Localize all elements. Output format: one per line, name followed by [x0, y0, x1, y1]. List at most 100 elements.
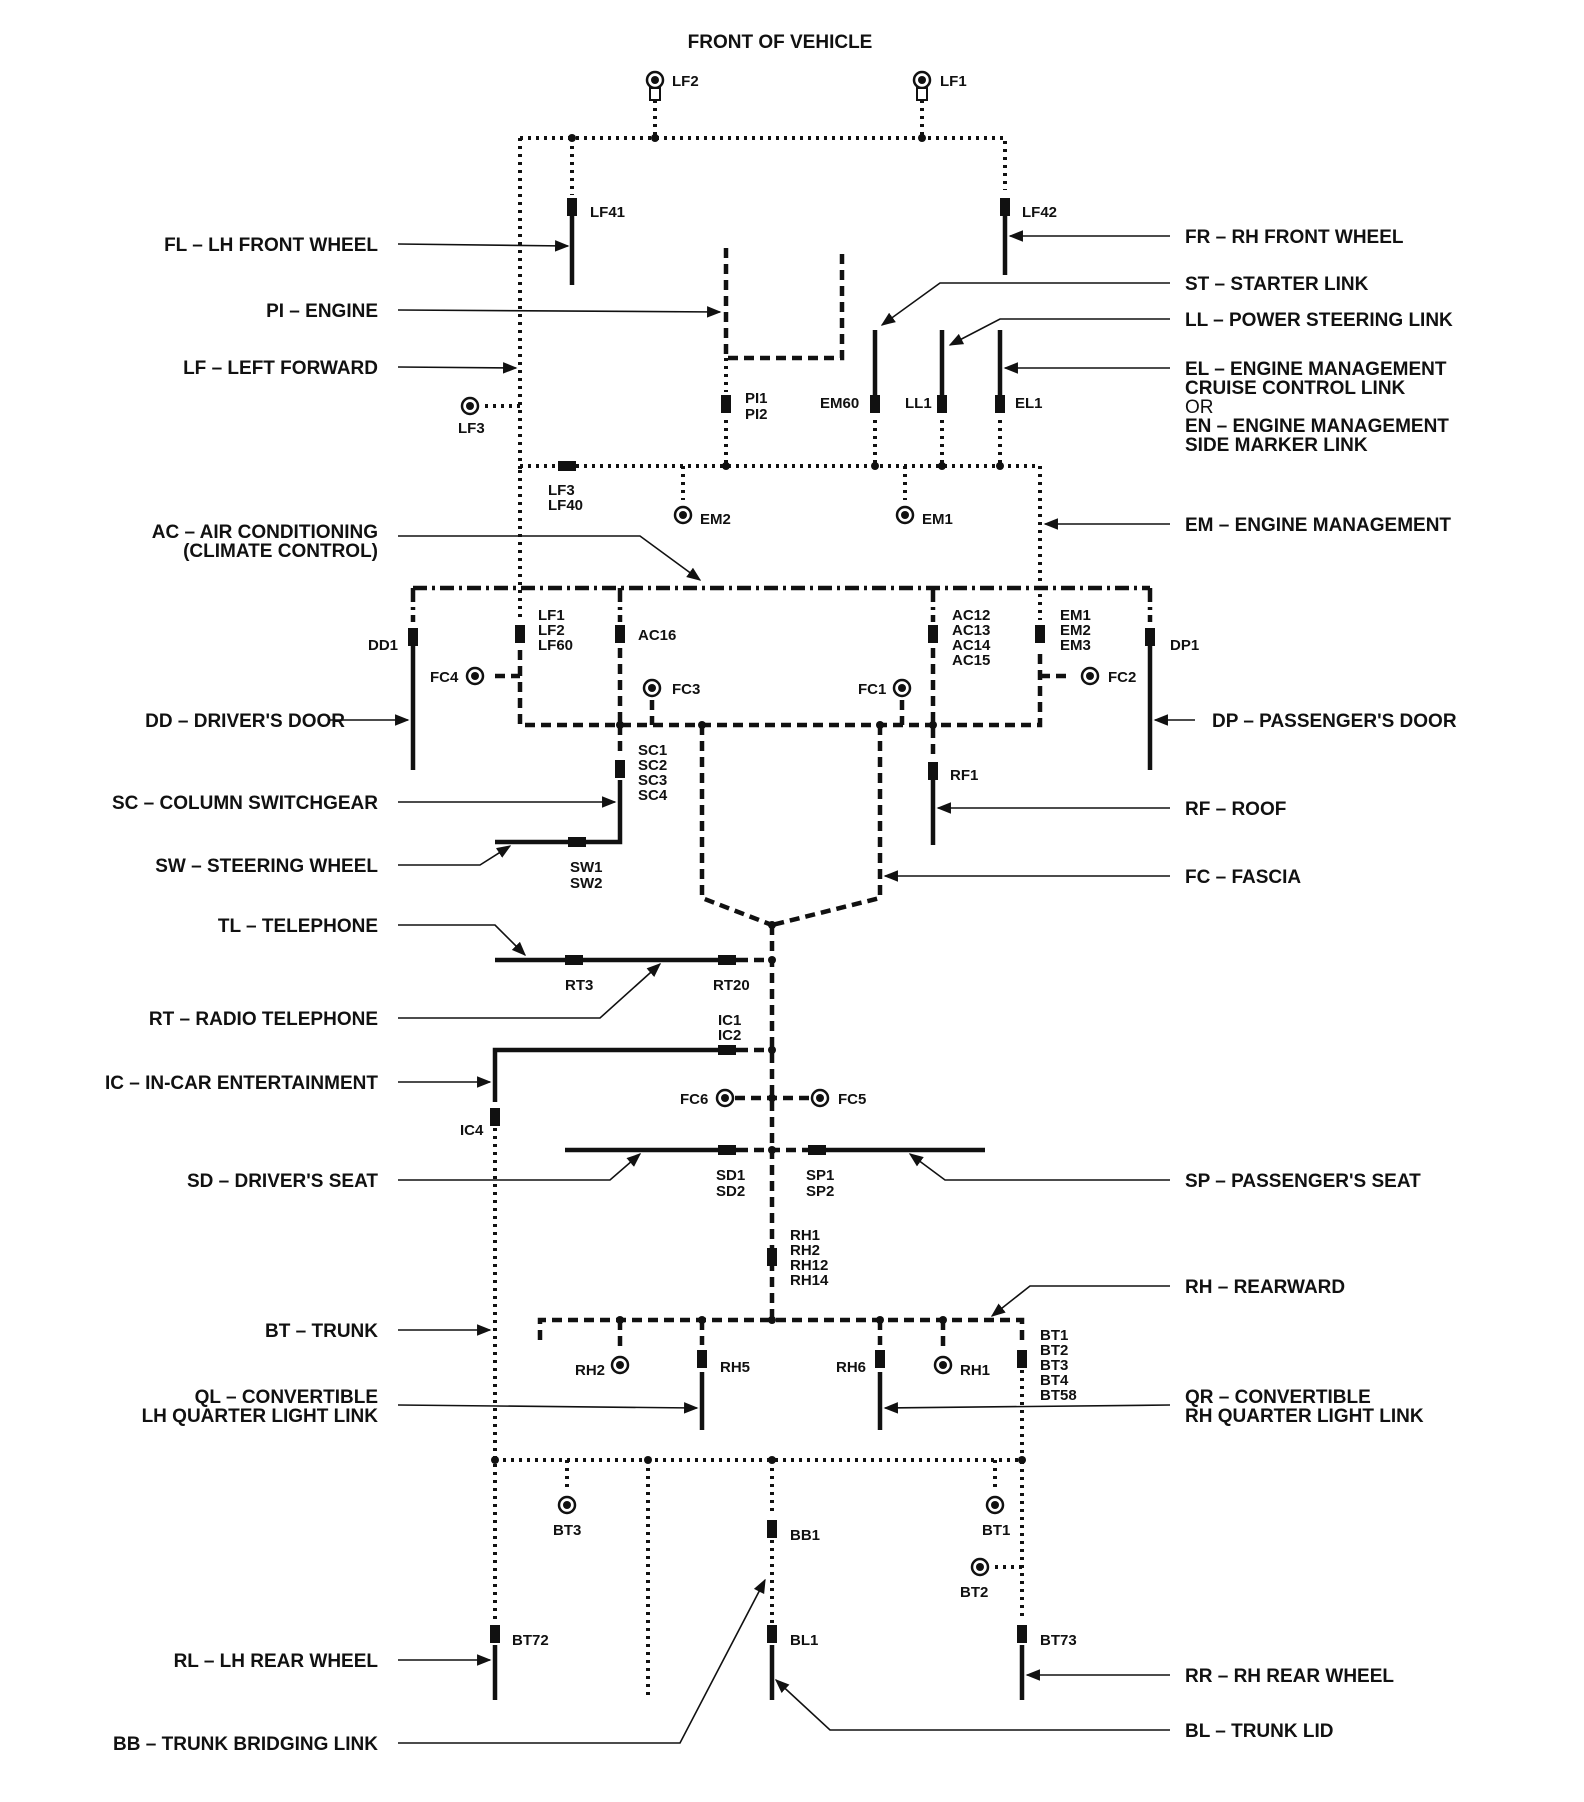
- connector-block: [615, 760, 625, 778]
- label-ql-1: QL – CONVERTIBLE: [195, 1387, 378, 1408]
- leader-lf: [397, 362, 518, 374]
- conn-lf60: LF60: [538, 637, 573, 654]
- node: [768, 1094, 776, 1102]
- rh-harness: [537, 1317, 1025, 1345]
- ground-icon: [985, 1495, 1005, 1515]
- connector-block: [767, 1520, 777, 1538]
- leader-sd: [398, 1153, 642, 1181]
- conn-el1: EL1: [1015, 395, 1043, 412]
- label-rh: RH – REARWARD: [1185, 1277, 1345, 1298]
- node: [568, 134, 576, 142]
- conn-fc5: FC5: [838, 1091, 866, 1108]
- conn-sc1: SC1: [638, 742, 667, 759]
- leader-ql: [397, 1402, 699, 1414]
- node: [876, 721, 884, 729]
- ic-wire: [492, 1047, 738, 1102]
- ground-points: [460, 70, 1100, 1577]
- conn-em1b: EM1: [1060, 607, 1091, 624]
- label-pi: PI – ENGINE: [266, 301, 378, 322]
- right-labels: FR – RH FRONT WHEEL ST – STARTER LINK LL…: [1185, 227, 1457, 1742]
- conn-rh14: RH14: [790, 1272, 829, 1289]
- conn-sc4: SC4: [638, 787, 668, 804]
- sc-wire: [585, 780, 623, 845]
- ground-icon: [642, 678, 662, 698]
- connector-block: [515, 625, 525, 643]
- conn-rh1: RH1: [790, 1227, 820, 1244]
- conn-lf2b: LF2: [538, 622, 565, 639]
- leader-bl: [774, 1679, 1170, 1731]
- conn-rh1b: RH1: [960, 1362, 990, 1379]
- ground-icon: [912, 70, 932, 90]
- connector-labels: LF2 LF1 LF41 LF42 PI1 PI2 EM60 LL1 EL1 L…: [368, 73, 1199, 1649]
- conn-fc3: FC3: [672, 681, 700, 698]
- node: [768, 1046, 776, 1054]
- conn-bt3: BT3: [1040, 1357, 1068, 1374]
- conn-rt20: RT20: [713, 977, 750, 994]
- bt-lower-harness: [495, 1458, 1024, 1620]
- conn-em1: EM1: [922, 511, 953, 528]
- leader-pi: [397, 306, 722, 318]
- label-qr-1: QR – CONVERTIBLE: [1185, 1387, 1371, 1408]
- conn-rh12: RH12: [790, 1257, 828, 1274]
- ground-icon: [933, 1355, 953, 1375]
- conn-bt2b: BT2: [960, 1584, 988, 1601]
- conn-dd1: DD1: [368, 637, 398, 654]
- left-labels: FL – LH FRONT WHEEL PI – ENGINE LF – LEF…: [105, 235, 378, 1755]
- lf-harness-top: [520, 136, 1007, 190]
- node: [698, 1316, 706, 1324]
- node: [996, 462, 1004, 470]
- connector-block: [721, 395, 731, 413]
- conn-ic4: IC4: [460, 1122, 484, 1139]
- node: [722, 462, 730, 470]
- node: [768, 956, 776, 964]
- connector-block: [767, 1625, 777, 1643]
- conn-sw2: SW2: [570, 875, 603, 892]
- ground-icon: [892, 678, 912, 698]
- node: [644, 1456, 652, 1464]
- conn-bt72: BT72: [512, 1632, 549, 1649]
- node: [938, 462, 946, 470]
- conn-em3: EM3: [1060, 637, 1091, 654]
- label-sd: SD – DRIVER'S SEAT: [187, 1171, 378, 1192]
- conn-bt3b: BT3: [553, 1522, 581, 1539]
- label-ll: LL – POWER STEERING LINK: [1185, 310, 1453, 331]
- node: [651, 134, 659, 142]
- label-fr: FR – RH FRONT WHEEL: [1185, 227, 1404, 248]
- conn-ic2: IC2: [718, 1027, 741, 1044]
- conn-sd2: SD2: [716, 1183, 745, 1200]
- leader-rh: [990, 1285, 1170, 1317]
- connector-block: [718, 955, 736, 965]
- label-en-2: SIDE MARKER LINK: [1185, 435, 1368, 456]
- label-em: EM – ENGINE MANAGEMENT: [1185, 515, 1451, 536]
- conn-lf2: LF2: [672, 73, 699, 90]
- label-rf: RF – ROOF: [1185, 799, 1286, 820]
- engine-wire: [723, 248, 845, 361]
- label-en-1: EN – ENGINE MANAGEMENT: [1185, 416, 1449, 437]
- node: [768, 1456, 776, 1464]
- connector-block: [870, 395, 880, 413]
- conn-bt1: BT1: [1040, 1327, 1068, 1344]
- diagram-title: FRONT OF VEHICLE: [688, 32, 873, 53]
- fc-harness: [517, 650, 1043, 728]
- connector-block: [1017, 1350, 1027, 1368]
- conn-bt73: BT73: [1040, 1632, 1077, 1649]
- conn-em2: EM2: [700, 511, 731, 528]
- leader-sp: [908, 1153, 1170, 1181]
- connector-block: [718, 1045, 736, 1055]
- leader-rt: [398, 963, 662, 1019]
- conn-lf41: LF41: [590, 204, 625, 221]
- conn-lf3: LF3: [548, 482, 575, 499]
- leader-qr: [883, 1402, 1171, 1414]
- conn-ac14: AC14: [952, 637, 991, 654]
- ground-icon: [970, 1557, 990, 1577]
- em-harness: [520, 464, 1042, 620]
- node: [929, 721, 937, 729]
- connector-block: [1145, 628, 1155, 646]
- ground-icon: [465, 666, 485, 686]
- conn-rt3: RT3: [565, 977, 593, 994]
- connector-block: [718, 1145, 736, 1155]
- conn-sp1: SP1: [806, 1167, 834, 1184]
- label-sc: SC – COLUMN SWITCHGEAR: [112, 793, 378, 814]
- conn-bt1b: BT1: [982, 1522, 1010, 1539]
- label-dp: DP – PASSENGER'S DOOR: [1212, 711, 1457, 732]
